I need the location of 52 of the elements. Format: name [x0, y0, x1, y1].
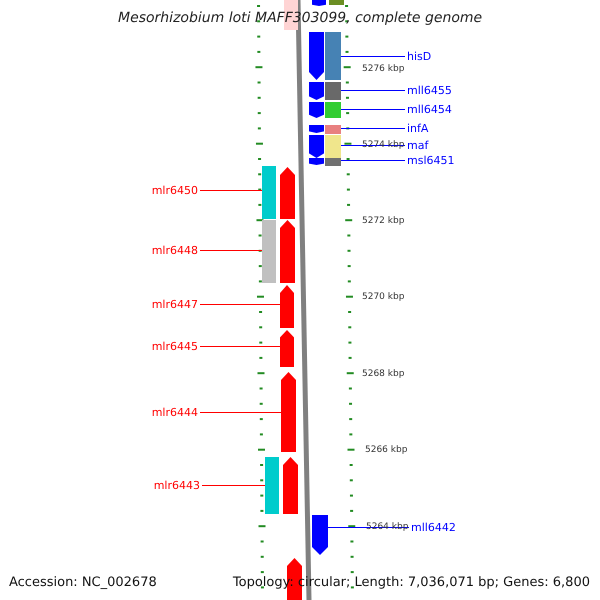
cog-block: [325, 135, 341, 158]
leader-line: [340, 90, 406, 91]
gene-label: mlr6443: [154, 480, 200, 491]
scale-label: 5272 kbp: [362, 217, 404, 226]
gene-feature: [280, 220, 295, 283]
scale-label: 5276 kbp: [362, 65, 404, 74]
gene-feature: [309, 102, 324, 118]
leader-line: [340, 56, 406, 57]
gene-label: mlr6448: [152, 245, 198, 256]
gene-feature: [280, 167, 295, 219]
leader-line: [340, 109, 406, 110]
scale-label: 5268 kbp: [362, 370, 404, 379]
cog-block: [262, 220, 276, 283]
leader-line: [200, 412, 282, 413]
gene-feature: [281, 372, 296, 452]
gene-label: mlr6447: [152, 299, 198, 310]
gene-label: infA: [407, 123, 428, 134]
cog-block: [325, 32, 341, 80]
leader-line: [200, 346, 280, 347]
scale-label: 5266 kbp: [365, 446, 408, 455]
gene-label: maf: [407, 140, 428, 151]
gene-label: hisD: [407, 51, 432, 62]
gene-label: mlr6445: [152, 341, 198, 352]
gene-label: mlr6450: [152, 185, 198, 196]
gene-feature: [283, 457, 298, 514]
gene-label: mlr6444: [152, 407, 198, 418]
cog-block: [325, 102, 341, 118]
accession-text: Accession: NC_002678: [9, 576, 157, 589]
cog-block: [265, 457, 279, 514]
gene-label: mll6455: [407, 85, 452, 96]
leader-line: [200, 304, 280, 305]
scale-label: 5270 kbp: [362, 293, 404, 302]
cog-block: [262, 166, 276, 219]
cog-block: [325, 125, 341, 134]
cog-block: [329, 0, 344, 5]
gene-feature: [309, 82, 324, 100]
gene-feature: [312, 0, 326, 6]
leader-line: [200, 250, 262, 251]
gene-feature: [309, 125, 324, 133]
cog-block: [325, 82, 341, 100]
gene-feature: [280, 285, 294, 328]
leader-line: [340, 160, 406, 161]
cog-block: [325, 158, 341, 166]
gene-label: msl6451: [407, 155, 454, 166]
gene-feature: [280, 330, 294, 367]
gene-feature: [312, 515, 328, 555]
gene-feature: [309, 32, 324, 80]
leader-line: [202, 485, 266, 486]
gene-label: mll6454: [407, 104, 452, 115]
leader-line: [340, 128, 406, 129]
leader-line: [200, 190, 262, 191]
gene-label: mll6442: [411, 522, 456, 533]
